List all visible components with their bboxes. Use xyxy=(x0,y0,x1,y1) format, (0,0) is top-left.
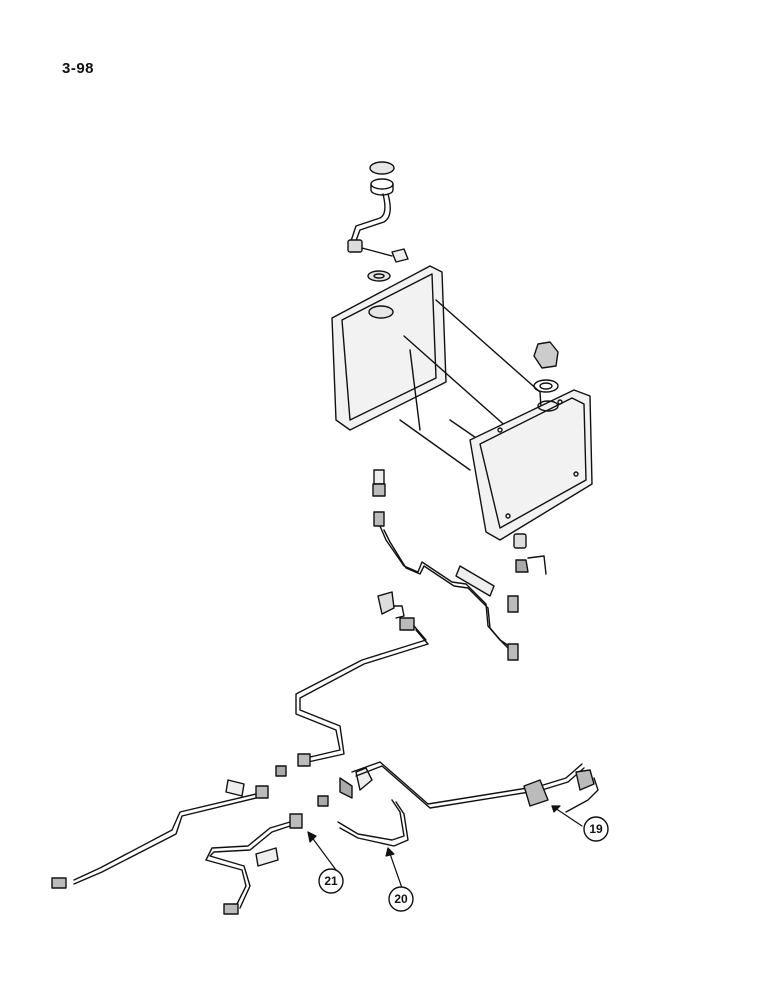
filler-cap xyxy=(533,341,559,393)
page-number: 3-98 xyxy=(62,60,95,77)
sender-cap xyxy=(369,161,395,196)
tank-return-fitting xyxy=(513,533,547,575)
callout-circle-20 xyxy=(388,886,414,912)
fuel-tank xyxy=(331,265,593,541)
sender-tube xyxy=(347,193,409,263)
leak-off-line xyxy=(205,813,303,915)
fuel-line-mid xyxy=(317,761,599,813)
callout-20: 20 xyxy=(394,892,408,906)
fuel-line-upper xyxy=(372,469,519,661)
callout-21: 21 xyxy=(324,874,338,888)
callout-circle-19 xyxy=(583,816,609,842)
callout-circle-21 xyxy=(318,868,344,894)
callout-leaders xyxy=(307,805,583,889)
callout-19: 19 xyxy=(589,822,603,836)
grommet xyxy=(367,270,391,282)
fuel-line-long xyxy=(51,617,429,889)
elbow-fitting xyxy=(377,591,405,619)
fuel-hose-clip xyxy=(337,799,409,847)
